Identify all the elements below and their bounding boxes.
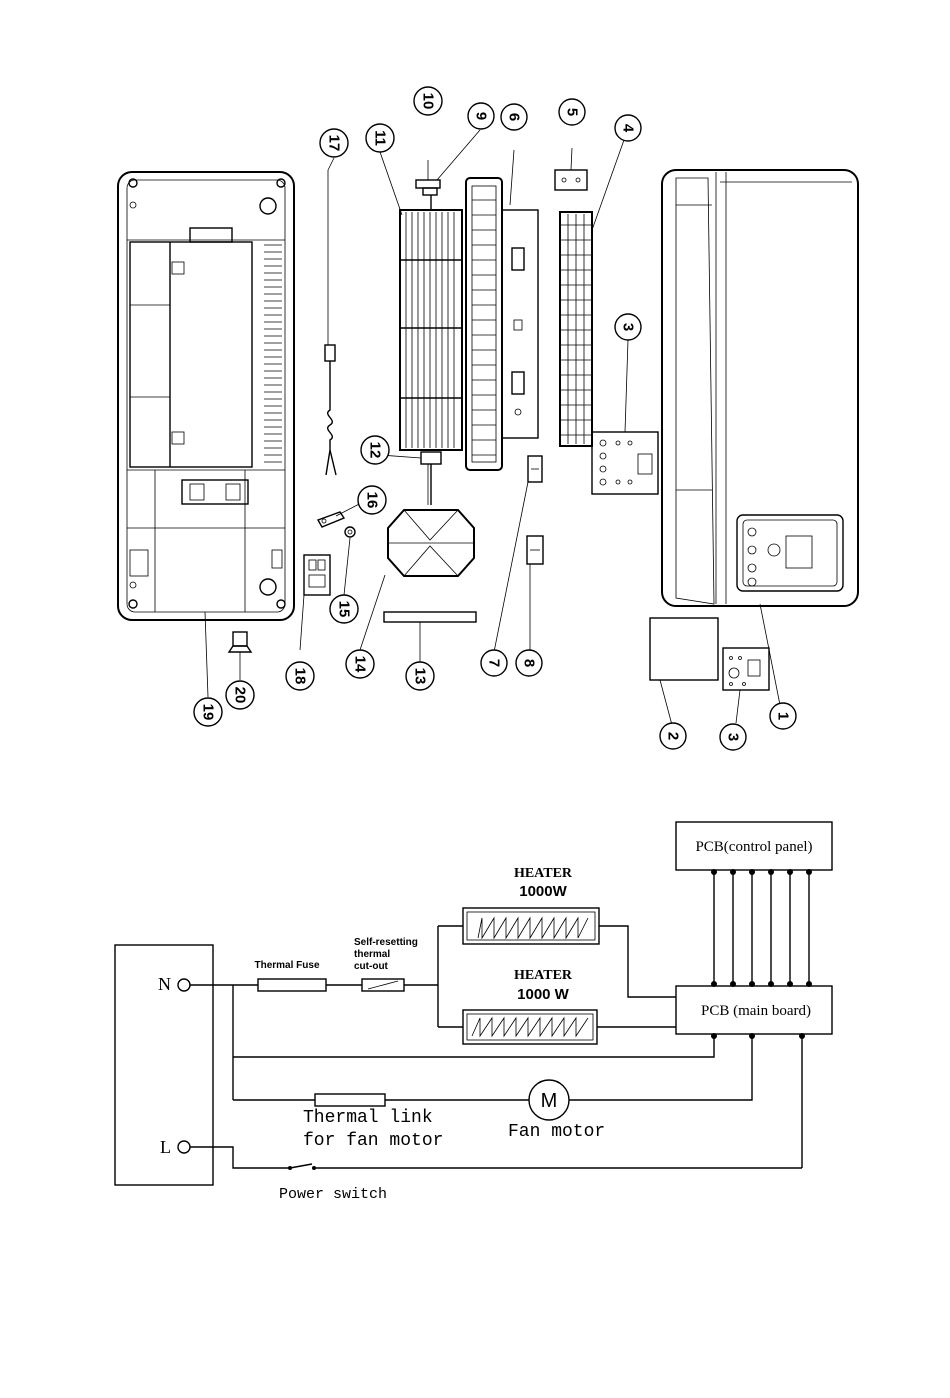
bracket-part-13 <box>384 612 476 662</box>
coupling-part-12 <box>421 452 441 505</box>
svg-text:16: 16 <box>364 492 381 509</box>
fan-motor-letter: M <box>541 1090 558 1112</box>
svg-text:9: 9 <box>473 112 490 120</box>
exploded-view: 1 2 3 3 4 5 6 7 8 9 10 1 <box>118 87 858 750</box>
svg-text:1: 1 <box>775 712 792 720</box>
thermal-fuse <box>258 979 326 991</box>
svg-text:14: 14 <box>352 656 369 673</box>
bushing-part-9-10 <box>416 160 440 195</box>
svg-text:7: 7 <box>486 659 503 667</box>
back-panel-part-19 <box>118 172 294 620</box>
callout-6: 6 <box>501 104 527 130</box>
plate-part-2 <box>650 618 718 725</box>
svg-text:12: 12 <box>367 442 384 459</box>
svg-text:8: 8 <box>521 659 538 667</box>
thermal-fuse-label: Thermal Fuse <box>254 960 319 971</box>
cover-part-5 <box>555 148 587 190</box>
thermal-link-label-line1: Thermal link <box>303 1108 433 1128</box>
pcb-control-panel-label: PCB(control panel) <box>695 839 812 855</box>
heater2-element <box>472 1018 588 1036</box>
callout-5: 5 <box>559 99 585 125</box>
small-switch-part-20 <box>229 632 251 652</box>
svg-text:11: 11 <box>372 130 389 146</box>
switch-block-part-18 <box>300 555 330 650</box>
pcb-part-3-lower <box>723 648 769 723</box>
svg-text:2: 2 <box>665 732 682 740</box>
fan-motor-label: Fan motor <box>508 1122 605 1142</box>
heater1-power: 1000W <box>519 883 567 900</box>
svg-text:5: 5 <box>564 108 581 116</box>
heater1-title: HEATER <box>514 866 573 881</box>
fan-drum-part-11 <box>400 195 462 450</box>
svg-text:13: 13 <box>412 668 429 685</box>
callout-3-lower: 3 <box>720 724 746 750</box>
callout-18: 18 <box>286 662 314 690</box>
svg-text:3: 3 <box>620 323 637 331</box>
thermostat-part-8 <box>527 536 543 652</box>
callout-8: 8 <box>516 650 542 676</box>
vent-grill <box>264 245 282 462</box>
callout-17: 17 <box>320 129 348 157</box>
callout-3-upper: 3 <box>615 314 641 340</box>
wiring-diagram: N L PCB(control panel) PCB (main board) … <box>115 822 832 1203</box>
svg-text:3: 3 <box>725 733 742 741</box>
cutout-label-line1: Self-resetting <box>354 937 418 948</box>
cutout-label-line2: thermal <box>354 949 390 960</box>
callout-19: 19 <box>194 698 222 726</box>
callout-9: 9 <box>468 103 494 129</box>
heater2-power: 1000 W <box>517 986 570 1003</box>
heater-housing-part-6 <box>466 150 538 470</box>
cutout-label-line3: cut-out <box>354 961 389 972</box>
pcb-main-board-label: PCB (main board) <box>701 1003 811 1019</box>
heating-coil-part-4 <box>560 140 624 446</box>
callout-11: 11 <box>366 124 394 152</box>
callout-2: 2 <box>660 723 686 749</box>
svg-text:18: 18 <box>292 668 309 685</box>
thermal-link <box>315 1094 385 1106</box>
power-cord-part-17 <box>325 170 336 475</box>
svg-text:17: 17 <box>326 135 343 152</box>
heater2-title: HEATER <box>514 968 573 983</box>
terminal-n-label: N <box>158 974 171 994</box>
callout-12: 12 <box>361 436 389 464</box>
svg-text:6: 6 <box>506 113 523 121</box>
callout-7: 7 <box>481 650 507 676</box>
svg-text:19: 19 <box>200 704 217 721</box>
callout-20: 20 <box>226 681 254 709</box>
callout-4: 4 <box>615 115 641 141</box>
fan-motor-part-14 <box>360 510 474 650</box>
thermostat-part-7 <box>494 456 542 652</box>
callout-15: 15 <box>330 595 358 623</box>
svg-text:10: 10 <box>420 93 437 110</box>
front-housing-part-1 <box>662 170 858 705</box>
callout-1: 1 <box>770 703 796 729</box>
callout-14: 14 <box>346 650 374 678</box>
svg-text:4: 4 <box>620 124 637 133</box>
power-switch-label: Power switch <box>279 1186 387 1203</box>
pcb-bus-lines <box>711 869 812 987</box>
heater1-element <box>478 918 588 938</box>
terminal-l <box>178 1141 190 1153</box>
callout-16: 16 <box>358 486 386 514</box>
terminal-n <box>178 979 190 991</box>
callout-13: 13 <box>406 662 434 690</box>
thermal-link-label-line2: for fan motor <box>303 1131 443 1151</box>
svg-text:20: 20 <box>232 687 249 704</box>
heater1-box <box>463 908 599 944</box>
terminal-l-label: L <box>160 1137 171 1157</box>
pcb-panel-part-3-upper <box>592 340 658 494</box>
heater2-box <box>463 1010 597 1044</box>
svg-text:15: 15 <box>336 601 353 618</box>
callout-10: 10 <box>414 87 442 115</box>
